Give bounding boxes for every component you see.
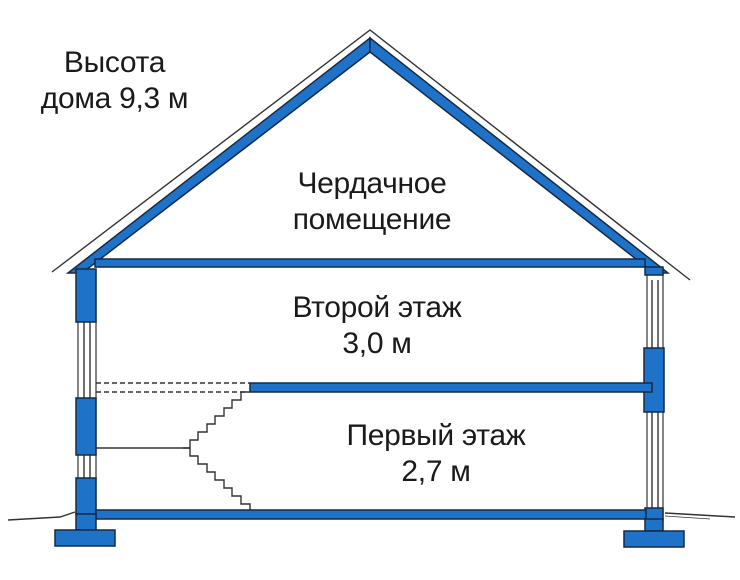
left-wall <box>75 268 97 516</box>
attic-line2: помещение <box>292 203 452 236</box>
second-floor-line1: Второй этаж <box>292 291 462 324</box>
ground-line <box>7 511 736 521</box>
first-floor-label: Первый этаж 2,7 м <box>318 418 554 490</box>
second-floor-label: Второй этаж 3,0 м <box>257 290 497 362</box>
foundations <box>54 513 685 548</box>
attic-line1: Чердачное <box>297 167 447 200</box>
right-wall <box>643 266 665 521</box>
first-floor-line1: Первый этаж <box>346 419 526 452</box>
roof-outline <box>51 29 691 281</box>
staircase <box>96 391 260 513</box>
second-floor-line2: 3,0 м <box>342 327 412 360</box>
house-height-line2: дома 9,3 м <box>40 82 189 115</box>
attic-label: Чердачное помещение <box>262 166 482 238</box>
house-height-line1: Высота <box>63 46 166 79</box>
second-floor-slab <box>96 382 653 393</box>
house-height-label: Высота дома 9,3 м <box>22 45 207 117</box>
first-floor-line2: 2,7 м <box>401 455 471 488</box>
first-floor-slab <box>95 509 647 520</box>
attic-floor-beam <box>94 258 646 268</box>
